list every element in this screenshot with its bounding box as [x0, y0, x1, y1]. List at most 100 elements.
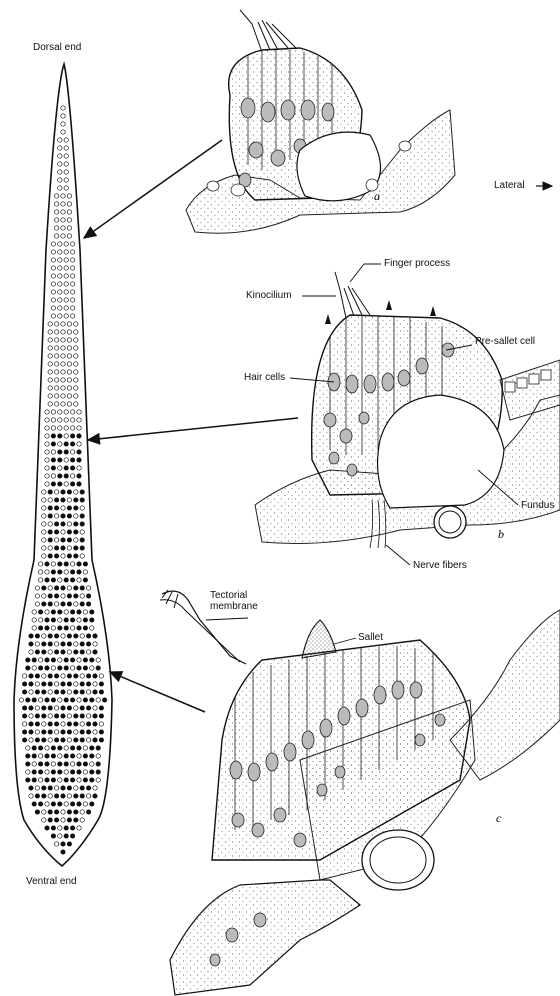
cell-dot — [48, 730, 52, 734]
cell-dot — [80, 602, 84, 606]
cell-dot — [48, 490, 52, 494]
cell-dot — [58, 442, 62, 446]
cell-dot — [67, 530, 71, 534]
cell-dot — [86, 602, 90, 606]
cell-dot — [48, 498, 52, 502]
cell-dot — [67, 346, 71, 350]
cell-dot — [64, 626, 68, 630]
cell-dot — [74, 538, 78, 542]
cell-dot — [58, 666, 62, 670]
cell-dot — [64, 442, 68, 446]
cell-dot — [80, 498, 84, 502]
cell-dot — [74, 818, 78, 822]
cell-dot — [61, 226, 65, 230]
cell-dot — [64, 778, 68, 782]
cell-dot — [51, 754, 55, 758]
cell-dot — [93, 674, 97, 678]
cell-dot — [35, 738, 39, 742]
cell-dot — [26, 666, 30, 670]
cell-dot — [61, 634, 65, 638]
cell-dot — [45, 442, 49, 446]
cell-dot — [80, 506, 84, 510]
cell-dot — [29, 642, 33, 646]
cell-dot — [80, 682, 84, 686]
cell-dot — [51, 450, 55, 454]
panel-b-label: b — [498, 527, 504, 541]
cell-dot — [77, 762, 81, 766]
fundus-label: Fundus — [521, 500, 554, 512]
cell-dot — [54, 594, 58, 598]
cell-dot — [67, 810, 71, 814]
cell-dot — [64, 162, 68, 166]
cell-dot — [80, 794, 84, 798]
cell-dot — [42, 506, 46, 510]
cell-dot — [80, 546, 84, 550]
cell-dot — [58, 410, 62, 414]
cell-dot — [54, 194, 58, 198]
cell-dot — [70, 306, 74, 310]
cell-dot — [64, 170, 68, 174]
cell-dot — [58, 146, 62, 150]
cell-dot — [61, 234, 65, 238]
cell-dot — [67, 370, 71, 374]
sallet-label: Sallet — [358, 632, 383, 644]
cell-dot — [86, 730, 90, 734]
cell-dot — [38, 570, 42, 574]
cell-dot — [58, 306, 62, 310]
cell-dot — [67, 586, 71, 590]
cell-dot — [64, 658, 68, 662]
cell-dot — [45, 778, 49, 782]
cell-dot — [45, 610, 49, 614]
cell-dot — [58, 418, 62, 422]
cell-dot — [83, 802, 87, 806]
finger-process-label: Finger process — [384, 258, 450, 270]
cell-dot — [58, 658, 62, 662]
cell-dot — [22, 682, 26, 686]
cell-dot — [32, 610, 36, 614]
cell-dot — [67, 818, 71, 822]
cell-dot — [45, 482, 49, 486]
cell-dot — [80, 818, 84, 822]
cell-dot — [74, 514, 78, 518]
cell-dot — [61, 586, 65, 590]
cell-dot — [48, 378, 52, 382]
cell-dot — [64, 410, 68, 414]
cell-dot — [90, 626, 94, 630]
cell-dot — [70, 474, 74, 478]
cell-dot — [64, 450, 68, 454]
cell-dot — [35, 730, 39, 734]
cell-dot — [54, 490, 58, 494]
cell-dot — [74, 530, 78, 534]
cell-dot — [61, 594, 65, 598]
cell-dot — [58, 178, 62, 182]
cell-dot — [61, 690, 65, 694]
cell-dot — [42, 730, 46, 734]
cell-dot — [83, 618, 87, 622]
cell-dot — [48, 634, 52, 638]
cell-dot — [51, 282, 55, 286]
cell-dot — [51, 258, 55, 262]
cell-dot — [70, 458, 74, 462]
cell-dot — [58, 466, 62, 470]
cell-dot — [61, 330, 65, 334]
cell-dot — [77, 442, 81, 446]
kinocilium-label: Kinocilium — [246, 290, 292, 302]
cell-dot — [74, 354, 78, 358]
cell-dot — [38, 578, 42, 582]
panel-c-drawing — [160, 590, 560, 995]
cell-dot — [64, 298, 68, 302]
cell-dot — [77, 434, 81, 438]
cell-dot — [93, 738, 97, 742]
cell-dot — [74, 402, 78, 406]
cell-dot — [77, 562, 81, 566]
cell-dot — [61, 354, 65, 358]
cell-dot — [80, 706, 84, 710]
cell-dot — [32, 658, 36, 662]
cell-dot — [51, 834, 55, 838]
cell-dot — [51, 610, 55, 614]
cell-dot — [83, 570, 87, 574]
cell-dot — [77, 826, 81, 830]
cell-dot — [67, 322, 71, 326]
cell-dot — [38, 746, 42, 750]
cell-dot — [70, 658, 74, 662]
